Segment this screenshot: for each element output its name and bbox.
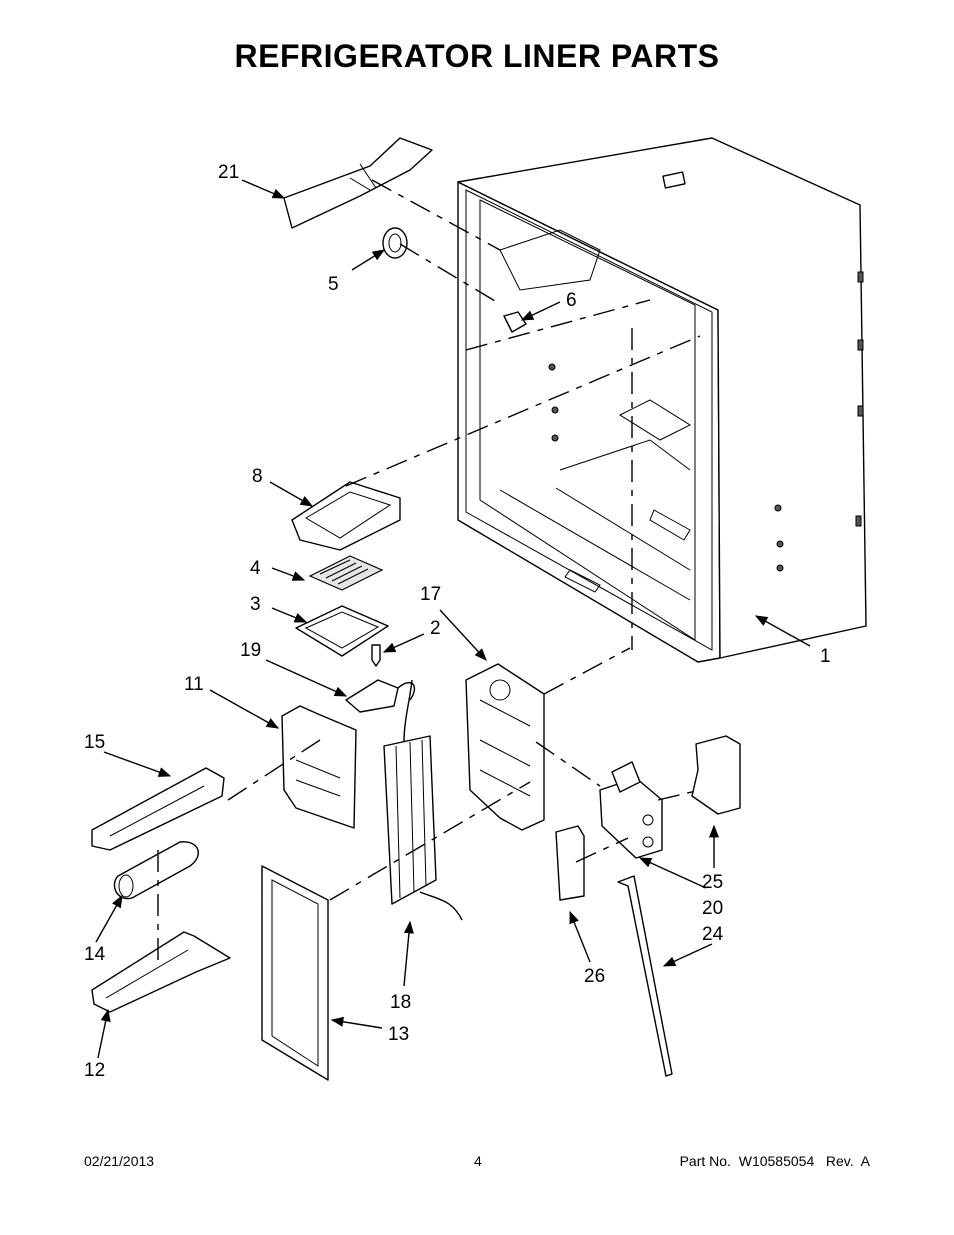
callout-11: 11 [184,674,204,695]
callout-15: 15 [84,732,105,753]
part-26-clip [555,825,585,901]
callout-5: 5 [328,274,339,295]
callout-8: 8 [252,466,263,487]
footer-part-number: Part No. W10585054 Rev. A [679,1153,870,1169]
part-15-filter-head [91,767,225,851]
part-4-pad [308,555,384,591]
callout-6: 6 [566,290,577,311]
footer-page-number: 4 [474,1153,482,1169]
callout-14: 14 [84,944,106,965]
callout-13: 13 [388,1024,409,1045]
callout-20: 20 [702,898,723,919]
part-19-socket [345,679,416,713]
part-1-liner [457,137,867,663]
callout-4: 4 [250,558,261,579]
part-13-panel [261,865,329,1081]
leader-arrows [95,179,811,1059]
part-11-housing [281,705,357,829]
part-12-cover [91,931,231,1013]
part-8-housing [291,481,401,551]
callout-3: 3 [250,594,261,615]
part-17-bracket [465,663,545,831]
part-2-screw [371,644,381,667]
callout-17: 17 [420,584,441,605]
page-title: REFRIGERATOR LINER PARTS [234,38,720,74]
footer-date: 02/21/2013 [84,1153,155,1169]
callout-12: 12 [84,1060,105,1081]
callout-25: 25 [702,872,723,893]
callout-2: 2 [430,618,441,639]
part-14-filter [113,841,199,900]
part-3-frame [295,605,389,657]
part-21-cover [283,137,433,229]
callout-24: 24 [702,924,724,945]
part-5-knob [382,227,408,259]
callout-labels: 21 5 6 8 4 3 2 19 11 15 17 1 14 12 13 18… [84,162,831,1081]
callout-26: 26 [584,966,605,987]
callout-19: 19 [240,640,261,661]
part-20-valve [599,761,663,859]
part-18-heater [383,679,463,921]
part-6-clip [503,311,527,333]
part-25-bracket [691,735,741,815]
callout-21: 21 [218,162,239,183]
part-24-tube [617,875,673,1077]
alignment-lines [157,179,701,966]
callout-1: 1 [820,646,831,667]
callout-18: 18 [390,992,411,1013]
